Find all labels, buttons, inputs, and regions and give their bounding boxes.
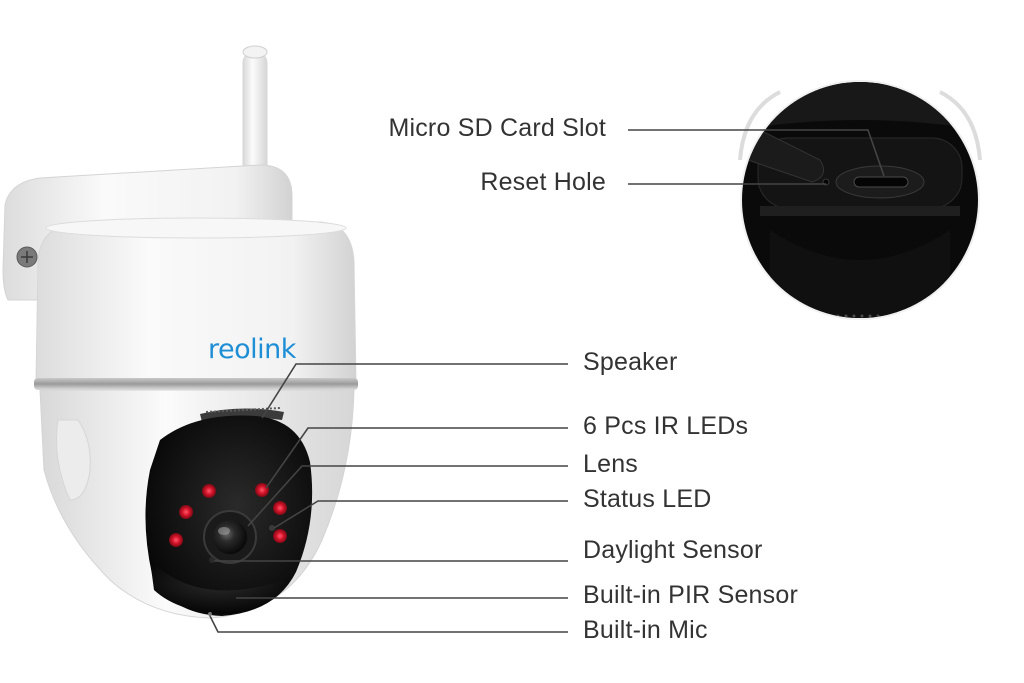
leader-micro-sd [628, 129, 885, 177]
leader-lines [209, 129, 885, 633]
brand-logo: reolink [208, 334, 296, 365]
ir-led-group [169, 483, 287, 547]
camera-upper-body [35, 217, 357, 383]
ir-led [202, 484, 216, 498]
leader-lens [247, 465, 568, 527]
lens [203, 510, 257, 564]
daylight-sensor [209, 557, 215, 563]
wall-mount-bracket [2, 164, 293, 301]
silver-ring [34, 378, 358, 390]
sd-slot-inset [738, 80, 982, 320]
ir-led [179, 505, 193, 519]
label-daylight-sensor: Daylight Sensor [583, 536, 763, 564]
status-led [269, 525, 275, 531]
label-speaker: Speaker [583, 348, 678, 376]
label-pir-sensor: Built-in PIR Sensor [583, 581, 798, 609]
label-micro-sd-card-slot: Micro SD Card Slot [388, 114, 606, 142]
ir-led [255, 483, 269, 497]
ir-led [273, 501, 287, 515]
mic-hole [208, 612, 212, 616]
leader-ir-leds [265, 427, 568, 489]
label-lens: Lens [583, 450, 639, 478]
label-built-in-mic: Built-in Mic [583, 616, 708, 644]
label-ir-leds: 6 Pcs IR LEDs [583, 412, 749, 440]
label-status-led: Status LED [583, 485, 712, 513]
ir-led [273, 529, 287, 543]
leader-status-led [273, 500, 568, 529]
leader-mic [209, 615, 568, 633]
leader-speaker [261, 363, 568, 419]
antenna [242, 45, 268, 183]
ir-led [169, 533, 183, 547]
label-reset-hole: Reset Hole [480, 168, 606, 196]
